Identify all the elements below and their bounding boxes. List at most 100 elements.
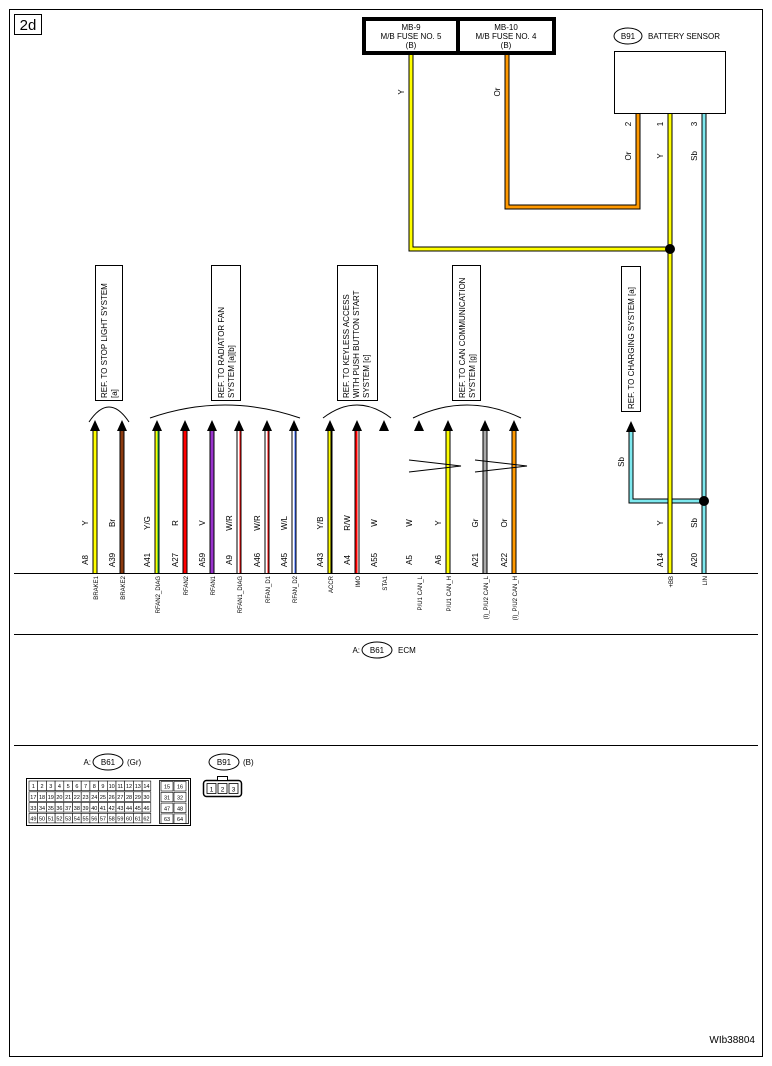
cavity-number: 48: [177, 806, 183, 812]
cavity: [173, 802, 187, 813]
fuse-mb10-name: MB-10: [494, 23, 518, 32]
cavity-number: 56: [91, 817, 97, 823]
signal-label: STA1: [383, 575, 389, 590]
wire-color-label: W/R: [225, 515, 234, 531]
cavity-number: 62: [143, 817, 149, 823]
b91-connector-badge: [613, 27, 643, 45]
cavity-number: 1: [210, 787, 214, 794]
cavity-number: 13: [135, 784, 141, 790]
arrow-head: [234, 420, 244, 431]
cavity-number: 49: [30, 817, 36, 823]
cavity-number: 14: [143, 784, 149, 790]
ref-can-line-2: SYSTEM [g]: [468, 354, 477, 398]
signal-label: (I)_P/U2 CAN_H: [513, 576, 519, 620]
cavity-number: 55: [82, 817, 88, 823]
arrow-head: [379, 420, 389, 431]
b91-connector-label: B91: [621, 32, 636, 41]
ref-radiator-fan-line-1: REF. TO RADIATOR FAN: [217, 307, 226, 398]
b91-view-badge: [208, 753, 240, 771]
battery-sensor-title: BATTERY SENSOR: [648, 32, 720, 41]
wire-color-label: Or: [500, 518, 509, 527]
ref-stop-light-line-1: REF. TO STOP LIGHT SYSTEM: [100, 283, 109, 398]
b61-view-badge: [92, 753, 124, 771]
b91-wire-color-1: Y: [656, 153, 665, 159]
b91-wire-color-2: Or: [624, 151, 633, 160]
cavity-number: 2: [221, 787, 225, 794]
b61-view-label: B61: [101, 758, 116, 767]
cavity-number: 6: [75, 784, 78, 790]
cavity-number: 27: [117, 795, 123, 801]
pin-label: A39: [108, 552, 117, 567]
cavity-number: 3: [232, 787, 236, 794]
cavity: [160, 781, 174, 792]
cavity-number: 3: [49, 784, 52, 790]
cavity: [141, 780, 152, 791]
cavity-number: 29: [135, 795, 141, 801]
signal-label: ACCR: [329, 575, 335, 593]
cavity-number: 25: [100, 795, 106, 801]
cavity-number: 26: [109, 795, 115, 801]
cavity: [141, 791, 152, 802]
arrow-head: [152, 420, 162, 431]
ref-can-line-1: REF. TO CAN COMMUNICATION: [458, 277, 467, 398]
cavity-number: 1: [32, 784, 35, 790]
ref-box-radiator-fan: [211, 265, 241, 401]
cavity: [160, 791, 174, 803]
pin-label: A4: [343, 555, 352, 565]
wire-color-label: W/R: [253, 515, 262, 531]
ecm-prefix: A:: [352, 646, 360, 655]
b91-view-color: (B): [243, 758, 254, 767]
cavity-number: 51: [48, 817, 54, 823]
cavity: [173, 781, 187, 792]
ref-charging-line-1: REF. TO CHARGING SYSTEM [a]: [627, 287, 636, 409]
fuse-mb9-rating: M/B FUSE NO. 5: [381, 32, 442, 41]
cavity-number: 21: [65, 795, 71, 801]
cavity-number: 39: [82, 806, 88, 812]
arrow-head: [509, 420, 519, 431]
wire-color-label: Y/B: [316, 517, 325, 530]
ecm-connector-badge: [361, 641, 393, 659]
wire-color-label: W: [370, 519, 379, 527]
fuse-block: MB-9 M/B FUSE NO. 5 (B) MB-10 M/B FUSE N…: [362, 17, 556, 55]
fuse-mb10-wire-color: Or: [493, 87, 502, 96]
signal-label: RFAN2_DIAG: [156, 576, 162, 614]
arrow-head: [90, 420, 100, 431]
signal-label: RFAN2: [184, 575, 190, 595]
wire-color-label: W/L: [280, 515, 289, 530]
arrow-head: [480, 420, 490, 431]
figure-code: WIb38804: [709, 1035, 755, 1046]
arrow-head: [262, 420, 272, 431]
signal-label: P/U1 CAN_H: [447, 576, 453, 611]
b61-view-color: (Gr): [127, 758, 142, 767]
cavity-number: 12: [126, 784, 132, 790]
cavity-number: 40: [91, 806, 97, 812]
cavity: [160, 813, 174, 824]
signal-label: BRAKE1: [94, 575, 100, 599]
ref-box-can: [452, 265, 481, 401]
cavity-number: 44: [126, 806, 132, 812]
page-id-box: [14, 14, 42, 35]
wire-color-label: Y/G: [143, 516, 152, 530]
cavity-number: 17: [30, 795, 36, 801]
ref-stop-light-line-2: [a]: [110, 389, 119, 398]
arrow-head: [207, 420, 217, 431]
cavity: [206, 783, 217, 794]
cavity-number: 22: [74, 795, 80, 801]
pin-label: A27: [171, 552, 180, 567]
pin-label: A55: [370, 552, 379, 567]
cavity-number: 19: [48, 795, 54, 801]
power-wires: Sb Y Or Or Y Sb: [397, 55, 704, 504]
cavity-number: 57: [100, 817, 106, 823]
cavity-number: 36: [56, 806, 62, 812]
cavity: [141, 802, 152, 813]
signal-label: RFAN1_DIAG: [238, 576, 244, 614]
cavity-number: 5: [67, 784, 70, 790]
